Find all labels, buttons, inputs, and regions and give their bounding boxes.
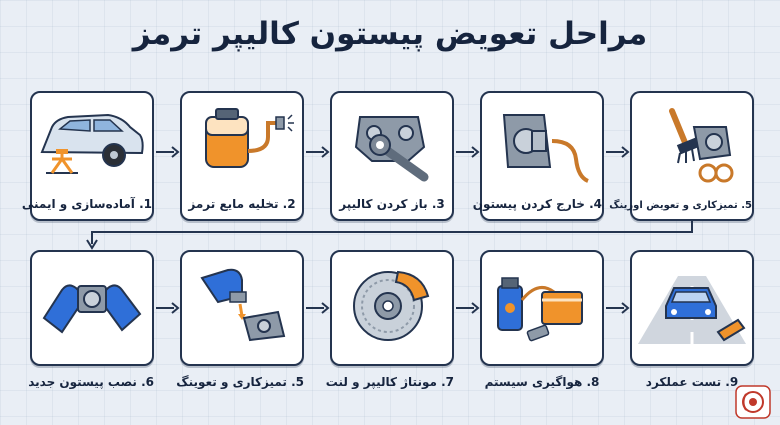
brush-oring-icon (669, 108, 734, 183)
step-card-4: 4. خارج کردن پیستون (472, 91, 604, 221)
brake-logo-icon (735, 385, 771, 419)
page-title: مراحل تعویض پیستون کالیپر ترمز (132, 16, 648, 52)
step-card-10 (630, 250, 754, 366)
step-card-8 (330, 250, 454, 366)
step-label-1: 1. آماده‌سازی و ایمنی (21, 197, 152, 211)
brake-fluid-drain-icon (205, 108, 294, 168)
gloved-hand-clean-icon (200, 268, 286, 342)
step-card-6 (30, 250, 154, 366)
step-card-9 (480, 250, 604, 366)
arrow-icon (156, 302, 180, 314)
step-card-2: 2. تخلیه مایع ترمز (180, 91, 304, 221)
step-label-9: 8. هواگیری سیستم (484, 375, 600, 389)
arrow-icon (606, 302, 630, 314)
arrow-icon (606, 146, 630, 158)
arrow-icon (156, 146, 180, 158)
step-card-7 (180, 250, 304, 366)
caliper-piston-removal-icon (502, 114, 589, 183)
step-label-3: 3. باز کردن کالیپر (339, 197, 445, 211)
step-label-10: 9. تست عملکرد (645, 375, 739, 389)
car-jack-icon (40, 113, 144, 174)
bleeding-system-icon (497, 277, 583, 342)
arrow-icon (306, 302, 330, 314)
step-label-4: 4. خارج کردن پیستون (472, 197, 602, 211)
step-card-5: 5. تمیزکاری و تعویض اورینگ (609, 91, 754, 221)
caliper-wrench-icon (354, 116, 429, 182)
arrow-icon (456, 146, 480, 158)
step-label-6: 6. نصب پیستون جدید (28, 375, 154, 389)
test-drive-icon (638, 276, 746, 344)
arrow-icon (306, 146, 330, 158)
step-label-5: 5. تمیزکاری و تعویض اورینگ (609, 200, 752, 211)
step-label-2: 2. تخلیه مایع ترمز (188, 197, 296, 211)
step-label-7: 5. تمیزکاری و تعوینگ (176, 375, 304, 389)
gloved-hands-piston-icon (42, 284, 142, 334)
step-card-1: 1. آماده‌سازی و ایمنی (21, 91, 154, 221)
arrow-icon (456, 302, 480, 314)
step-label-8: 7. مونتاژ کالیپر و لنت (325, 375, 454, 389)
row-connector-arrow-icon (86, 220, 693, 250)
brake-disc-caliper-icon (353, 270, 430, 341)
step-card-3: 3. باز کردن کالیپر (330, 91, 454, 221)
